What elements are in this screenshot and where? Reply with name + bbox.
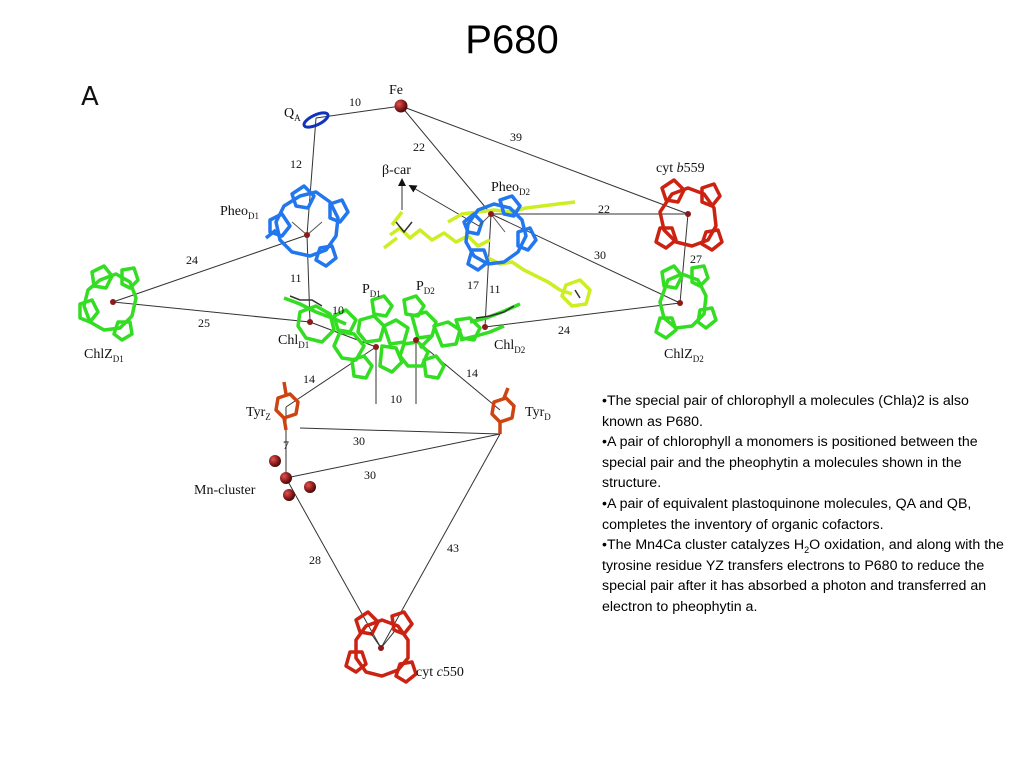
p680-special-pair-structure <box>283 294 521 380</box>
chlz-d1-structure <box>78 264 140 342</box>
slide-title: P680 <box>465 18 559 62</box>
distance-label: 22 <box>413 140 425 154</box>
label-cyt-c550: cyt c550 <box>416 665 464 680</box>
distance-label: 10 <box>390 392 402 406</box>
distance-label: 24 <box>186 253 198 267</box>
atom-nodes <box>110 99 691 651</box>
distance-label: 30 <box>353 434 365 448</box>
label-tyr-z: TyrZ <box>246 405 271 422</box>
label-pheo-d1: PheoD1 <box>220 204 259 221</box>
quinone-qa-structure <box>302 111 330 129</box>
notes-text: •The special pair of chlorophyll a molec… <box>602 391 1006 618</box>
distance-label: 14 <box>303 372 315 386</box>
label-chl-d1: ChlD1 <box>278 333 309 350</box>
distance-label: 10 <box>332 303 344 317</box>
distance-label: 25 <box>198 316 210 330</box>
label-chlz-d1: ChlZD1 <box>84 347 124 364</box>
bullet-mn-cluster: •The Mn4Ca cluster catalyzes H2O oxidati… <box>602 537 1004 615</box>
label-p-d2: PD2 <box>416 279 435 296</box>
label-fe: Fe <box>389 83 403 98</box>
label-qa: QA <box>284 106 301 123</box>
distance-label: 30 <box>594 248 606 262</box>
bullet-special-pair: •The special pair of chlorophyll a molec… <box>602 393 969 430</box>
mn-cluster-balls <box>269 455 316 501</box>
distance-label: 22 <box>598 202 610 216</box>
distance-label: 17 <box>467 278 479 292</box>
label-beta-car: β-car <box>382 163 411 178</box>
chlz-d2-structure <box>654 264 718 340</box>
distance-label: 27 <box>690 252 702 266</box>
cyt-b559-structure <box>654 178 724 252</box>
distance-label: 39 <box>510 130 522 144</box>
distance-label: 28 <box>309 553 321 567</box>
distance-label: 43 <box>447 541 459 555</box>
distance-label: 7 <box>283 438 289 452</box>
distance-label: 14 <box>466 366 478 380</box>
label-cyt-b559: cyt b559 <box>656 161 705 176</box>
tyr-d-structure <box>490 387 516 434</box>
label-pheo-d2: PheoD2 <box>491 180 530 197</box>
cyt-c550-structure <box>344 610 418 684</box>
tyr-z-structure <box>274 381 300 431</box>
bullet-plastoquinone: •A pair of equivalent plastoquinone mole… <box>602 495 972 533</box>
bullet-chlorophyll-monomers: •A pair of chlorophyll a monomers is pos… <box>602 434 978 492</box>
distance-label: 10 <box>349 95 361 109</box>
distance-label: 24 <box>558 323 570 337</box>
pheo-d1-structure <box>264 184 350 268</box>
label-tyr-d: TyrD <box>525 405 551 422</box>
distance-label: 11 <box>290 271 302 285</box>
distance-lines <box>112 105 689 649</box>
panel-label: A <box>81 82 99 112</box>
label-mn-cluster: Mn-cluster <box>194 483 256 498</box>
distance-label: 30 <box>364 468 376 482</box>
label-chl-d2: ChlD2 <box>494 338 525 355</box>
distance-label: 12 <box>290 157 302 171</box>
pheo-d2-structure <box>462 194 538 272</box>
label-p-d1: PD1 <box>362 282 381 299</box>
distance-label: 11 <box>489 282 501 296</box>
label-chlz-d2: ChlZD2 <box>664 347 704 364</box>
